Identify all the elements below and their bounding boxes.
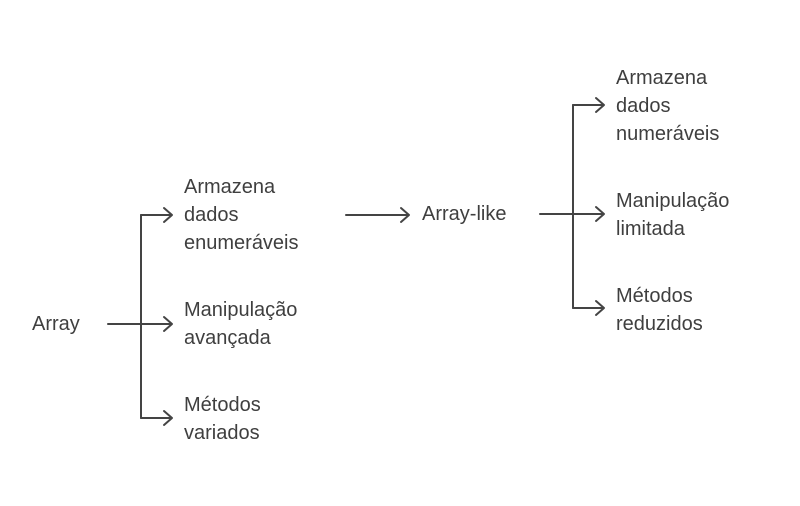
arrowhead-icon <box>400 207 410 223</box>
node-label-line: Manipulação <box>616 190 730 212</box>
node-label-line: dados <box>616 95 671 117</box>
arrowhead-icon <box>595 97 605 113</box>
node-manipulacao-limitada: Manipulação limitada <box>616 187 729 243</box>
node-label-line: avançada <box>184 327 271 349</box>
node-metodos-reduzidos: Métodos reduzidos <box>616 282 703 338</box>
node-label-line: variados <box>184 422 260 444</box>
node-label-line: reduzidos <box>616 313 703 335</box>
node-array: Array <box>32 310 80 338</box>
node-label-line: Armazena <box>184 176 276 198</box>
arrowhead-icon <box>163 207 173 223</box>
node-armazena-dados-numeraveis: Armazena dados numeráveis <box>616 64 719 148</box>
node-array-like-label: Array-like <box>422 203 507 225</box>
node-label-line: Métodos <box>184 394 261 416</box>
node-label-line: Armazena <box>616 67 708 89</box>
arrowhead-icon <box>163 410 173 426</box>
node-manipulacao-avancada: Manipulação avançada <box>184 296 297 352</box>
node-label-line: dados <box>184 204 239 226</box>
node-label-line: enumeráveis <box>184 232 299 254</box>
node-label-line: Manipulação <box>184 299 298 321</box>
arrowhead-icon <box>163 316 173 332</box>
node-label-line: numeráveis <box>616 123 720 145</box>
node-label-line: Métodos <box>616 285 693 307</box>
node-armazena-dados-enumeraveis: Armazena dados enumeráveis <box>184 173 299 257</box>
node-array-label: Array <box>32 313 80 335</box>
node-array-like: Array-like <box>422 200 506 228</box>
arrowhead-icon <box>595 300 605 316</box>
arrowhead-icon <box>595 206 605 222</box>
node-metodos-variados: Métodos variados <box>184 391 261 447</box>
node-label-line: limitada <box>616 218 685 240</box>
